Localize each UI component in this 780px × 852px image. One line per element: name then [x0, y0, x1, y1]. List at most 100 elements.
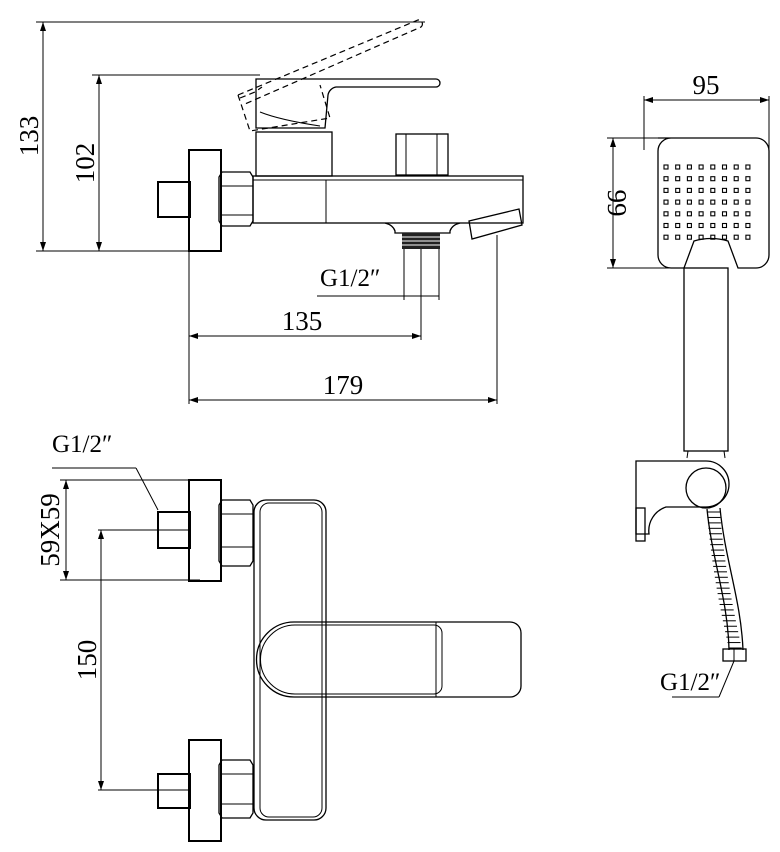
dim-outlet-thread: G1/2″: [317, 249, 440, 300]
spout: [468, 208, 523, 240]
nozzle: [721, 234, 728, 240]
nozzle: [663, 187, 669, 193]
dim-label-inlet-thread: G1/2″: [52, 431, 112, 458]
nozzle: [686, 187, 692, 193]
dim-label-135: 135: [282, 306, 323, 336]
side-view: 133 102: [14, 19, 524, 404]
nozzle: [675, 211, 681, 217]
nozzle: [675, 176, 681, 182]
nozzle: [710, 211, 716, 217]
nozzle: [745, 176, 751, 182]
lever-handle: [255, 78, 441, 129]
nozzle: [733, 211, 739, 217]
inlet-pipe: [157, 181, 191, 218]
nozzle: [710, 234, 716, 240]
nozzle: [721, 222, 728, 229]
dim-total-height: 133: [14, 21, 425, 252]
nozzle: [675, 187, 681, 193]
diverter-knob: [395, 133, 449, 176]
nozzle: [675, 164, 681, 170]
nozzle: [733, 164, 739, 170]
shower-handle: [683, 267, 729, 452]
nozzle: [686, 164, 692, 170]
nozzle: [745, 187, 751, 193]
nozzle: [698, 222, 704, 229]
top-hex-nut: [218, 499, 254, 567]
nozzle: [710, 199, 716, 205]
top-wall-flange: [188, 479, 222, 582]
nozzle: [698, 176, 704, 182]
bottom-wall-flange: [188, 739, 222, 842]
bottom-outlet: [384, 222, 461, 249]
bottom-hex-nut: [218, 759, 254, 819]
nozzle: [698, 234, 704, 240]
dim-label-150: 150: [72, 640, 102, 681]
nozzle: [745, 211, 751, 217]
nozzle: [721, 211, 728, 217]
dim-label-outlet-thread: G1/2″: [320, 265, 380, 292]
hand-shower: 95 99: [602, 70, 770, 698]
dim-body-height: 102: [70, 74, 260, 251]
nozzle: [721, 187, 728, 193]
dim-label-95: 95: [693, 70, 720, 100]
dim-label-99: 99: [602, 190, 632, 217]
shower-hose: [706, 507, 744, 651]
nozzle: [698, 187, 704, 193]
nozzle: [733, 176, 739, 182]
hex-nut: [218, 171, 254, 227]
lever-raised-position: [237, 19, 423, 132]
bottom-inlet-pipe: [157, 773, 191, 809]
nozzle: [721, 176, 728, 182]
nozzle: [686, 222, 692, 229]
nozzle: [710, 176, 716, 182]
nozzle: [686, 211, 692, 217]
dim-flange-size: 59X59: [35, 479, 200, 581]
mixer-body: [252, 175, 524, 224]
nozzle: [663, 176, 669, 182]
dim-hose-thread: G1/2″: [660, 660, 735, 698]
nozzle: [686, 234, 692, 240]
dim-label-59x59: 59X59: [35, 493, 65, 567]
nozzle: [745, 199, 751, 205]
nozzle: [698, 199, 704, 205]
nozzle: [721, 199, 728, 205]
holder-ring: [685, 467, 727, 509]
cartridge-housing: [255, 131, 333, 177]
nozzle: [663, 222, 669, 229]
nozzle: [675, 222, 681, 229]
nozzle: [745, 222, 751, 229]
nozzle: [710, 164, 716, 170]
dim-label-hose-thread: G1/2″: [660, 669, 720, 696]
nozzle: [721, 164, 728, 170]
nozzle: [733, 187, 739, 193]
front-view: G1/2″ 59X59 150: [35, 431, 522, 842]
wall-holder: [635, 460, 730, 542]
front-lever: [255, 621, 522, 698]
wall-flange: [188, 149, 222, 252]
dim-inlet-spacing: 150: [72, 529, 190, 791]
front-mixer-body: [253, 499, 327, 821]
nozzle: [733, 222, 739, 229]
nozzle: [745, 234, 751, 240]
nozzle: [663, 164, 669, 170]
nozzle: [733, 234, 739, 240]
nozzle-grid: [663, 164, 751, 240]
nozzle: [698, 164, 704, 170]
nozzle: [733, 199, 739, 205]
shower-head: [657, 137, 770, 269]
dim-head-width: 95: [643, 70, 770, 150]
dim-label-133: 133: [14, 116, 44, 157]
dim-total-length: 179: [189, 235, 498, 404]
nozzle: [698, 211, 704, 217]
nozzle: [675, 199, 681, 205]
dim-head-height: 99: [602, 137, 690, 269]
dim-label-102: 102: [70, 143, 100, 184]
dim-inlet-thread: G1/2″: [52, 431, 159, 511]
nozzle: [745, 164, 751, 170]
nozzle: [663, 234, 669, 240]
dim-outlet-offset: 135: [188, 249, 422, 404]
dim-label-179: 179: [323, 370, 364, 400]
nozzle: [710, 222, 716, 229]
nozzle: [663, 199, 669, 205]
